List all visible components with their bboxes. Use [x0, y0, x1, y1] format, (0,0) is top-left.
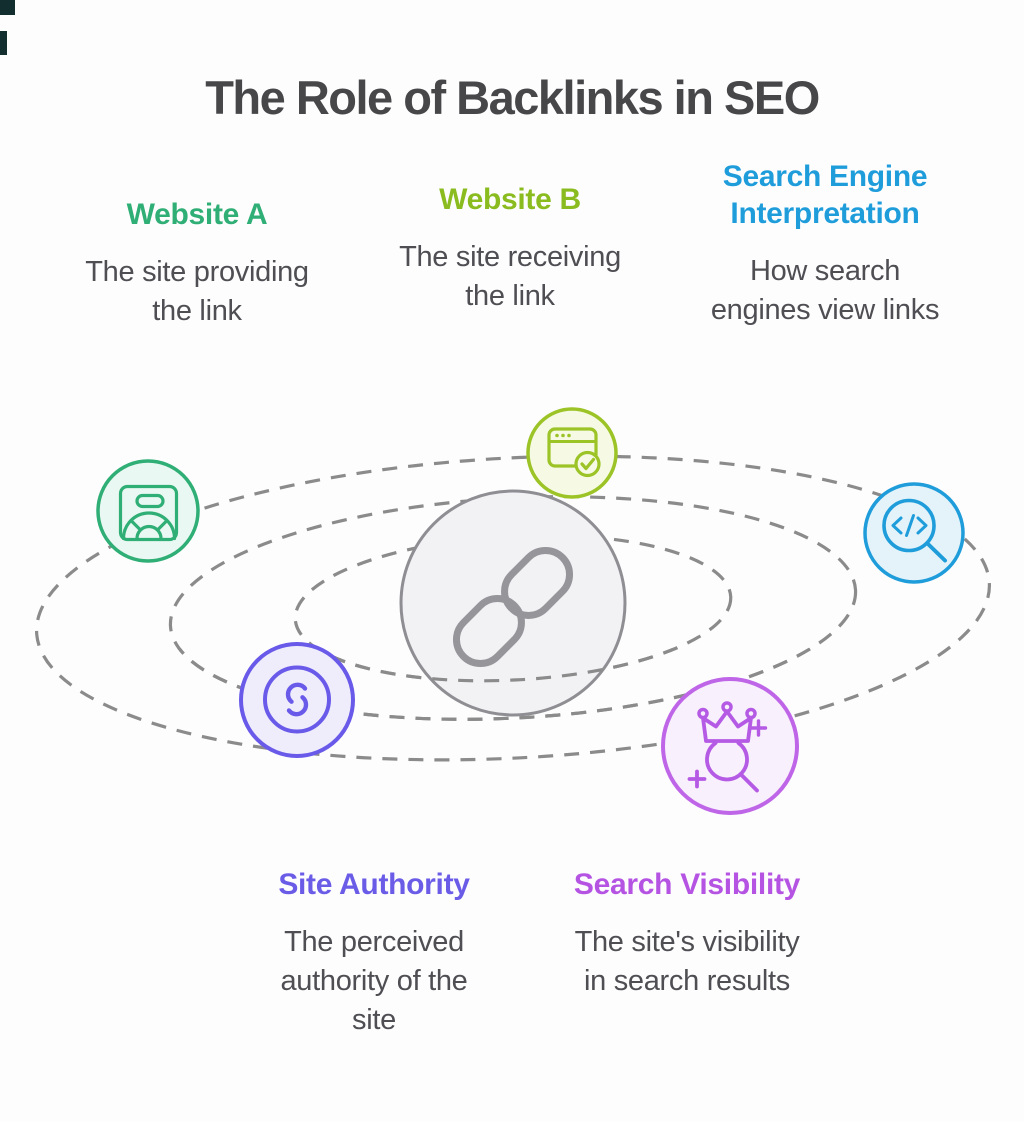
label-website-a-description: The site providing the link — [85, 256, 309, 327]
label-search-engine-interpretation-heading: Search Engine Interpretation — [722, 160, 928, 230]
label-website-a-heading: Website A — [126, 198, 268, 231]
authority-rings-icon — [239, 642, 355, 758]
central-hub — [399, 489, 627, 717]
code-search-icon — [863, 482, 965, 584]
orbit-rings-front — [168, 648, 858, 721]
label-website-b-heading: Website B — [439, 183, 581, 216]
site-gauge-circle — [96, 459, 200, 563]
label-site-authority-heading: Site Authority — [278, 868, 470, 901]
site-gauge-icon — [96, 459, 200, 563]
label-search-visibility-heading: Search Visibility — [573, 868, 801, 901]
orbit-outer — [34, 454, 992, 762]
label-site-authority-description: The perceived authority of the site — [280, 926, 468, 1036]
browser-check-icon — [526, 407, 618, 499]
label-website-b: Website B The site receiving the link — [330, 181, 690, 316]
page-title: The Role of Backlinks in SEO — [205, 71, 820, 124]
encoding-artifact-square — [0, 0, 15, 15]
orbit-middle — [168, 495, 858, 721]
label-site-authority: Site Authority The perceived authority o… — [194, 866, 554, 1040]
label-website-b-description: The site receiving the link — [399, 241, 621, 312]
chain-link-icon — [452, 546, 574, 668]
authority-rings-circle — [239, 642, 355, 758]
encoding-artifact-bar — [0, 31, 7, 55]
code-search-circle — [863, 482, 965, 584]
label-search-visibility-description: The site's visibility in search results — [574, 926, 800, 997]
label-search-visibility: Search Visibility The site's visibility … — [507, 866, 867, 1001]
crown-search-icon — [661, 677, 799, 815]
label-search-engine-interpretation: Search Engine Interpretation How search … — [645, 158, 1005, 330]
label-website-a: Website A The site providing the link — [17, 196, 377, 331]
browser-check-circle — [526, 407, 618, 499]
crown-search-circle — [661, 677, 799, 815]
label-search-engine-interpretation-description: How search engines view links — [710, 255, 940, 326]
